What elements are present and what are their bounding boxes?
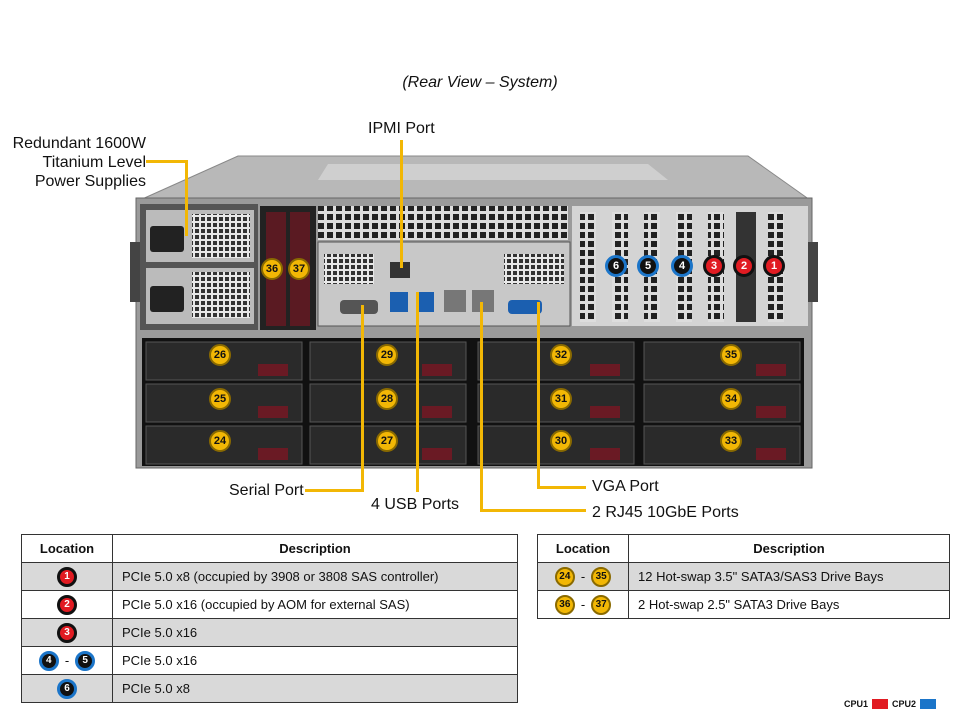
row-description: PCIe 5.0 x16 [112,646,518,675]
table-row: 3 PCIe 5.0 x16 [21,618,518,647]
description-header: Description [628,534,950,563]
row-description: PCIe 5.0 x16 [112,618,518,647]
slot-badge-2: 2 [733,255,755,277]
vga-leader-h [537,486,586,489]
slot-badge-1: 1 [763,255,785,277]
range-separator: - [64,653,70,668]
bay-badge-35: 35 [720,344,742,366]
psu-callout-line-3: Power Supplies [34,173,146,190]
legend-cpu2-swatch [920,699,936,709]
row-description: 12 Hot-swap 3.5" SATA3/SAS3 Drive Bays [628,562,950,591]
slot-badge-4: 4 [671,255,693,277]
range-separator: - [580,597,586,612]
ipmi-leader [400,140,403,268]
serial-callout: Serial Port [229,482,304,499]
location-header: Location [21,534,113,563]
legend-cpu2-label: CPU2 [891,699,916,709]
table-row: 2 PCIe 5.0 x16 (occupied by AOM for exte… [21,590,518,619]
legend-cpu1-swatch [871,699,888,709]
table-row: 24 - 35 12 Hot-swap 3.5" SATA3/SAS3 Driv… [537,562,950,591]
bay-badge-30: 30 [550,430,572,452]
location-header: Location [537,534,629,563]
psu-callout-line-2: Titanium Level [42,154,146,171]
row-description: PCIe 5.0 x16 (occupied by AOM for extern… [112,590,518,619]
location-badge: 2 [57,594,77,615]
bay-badge-28: 28 [376,388,398,410]
pcie-location-table: Location Description 1 PCIe 5.0 x8 (occu… [21,534,518,703]
rj45-leader-v [480,302,483,511]
location-badge: 35 [591,566,612,587]
table-row: 36 - 37 2 Hot-swap 2.5" SATA3 Drive Bays [537,590,950,619]
bay-badge-37: 37 [288,258,310,280]
bay-badge-29: 29 [376,344,398,366]
rj45-callout: 2 RJ45 10GbE Ports [592,504,739,521]
location-badge: 5 [75,650,96,671]
bay-badge-36: 36 [261,258,283,280]
psu-callout-line-1: Redundant 1600W [12,135,146,152]
location-badge: 3 [57,622,77,643]
bay-badge-34: 34 [720,388,742,410]
server-rear-view [130,155,818,469]
slot-badge-6: 6 [605,255,627,277]
table-row: 1 PCIe 5.0 x8 (occupied by 3908 or 3808 … [21,562,518,591]
drive-bay-table: Location Description 24 - 35 12 Hot-swap… [537,534,950,619]
serial-leader-v [361,305,364,491]
bay-badge-27: 27 [376,430,398,452]
vga-callout: VGA Port [592,478,659,495]
psu-callout: Redundant 1600W Titanium Level Power Sup… [4,134,146,191]
row-description: 2 Hot-swap 2.5" SATA3 Drive Bays [628,590,950,619]
legend-cpu1-label: CPU1 [843,699,868,709]
location-badge: 37 [591,594,612,615]
bay-badge-26: 26 [209,344,231,366]
figure-subtitle: (Rear View – System) [402,74,558,91]
bay-badge-25: 25 [209,388,231,410]
cpu-legend: CPU1 CPU2 [844,699,936,709]
bay-badge-31: 31 [550,388,572,410]
range-separator: - [580,569,586,584]
location-badge: 24 [554,566,575,587]
ipmi-callout: IPMI Port [368,120,435,137]
table-row: 6 PCIe 5.0 x8 [21,674,518,703]
vga-leader-v [537,302,540,488]
table-row: 4 - 5 PCIe 5.0 x16 [21,646,518,675]
slot-badge-3: 3 [703,255,725,277]
location-badge: 6 [57,678,77,699]
usb-callout: 4 USB Ports [371,496,460,513]
rj45-leader-h [480,509,586,512]
location-badge: 4 [38,650,59,671]
row-description: PCIe 5.0 x8 [112,674,518,703]
location-badge: 1 [57,566,77,587]
row-description: PCIe 5.0 x8 (occupied by 3908 or 3808 SA… [112,562,518,591]
bay-badge-33: 33 [720,430,742,452]
usb-leader [416,292,419,492]
bay-badge-24: 24 [209,430,231,452]
bay-badge-32: 32 [550,344,572,366]
slot-badge-5: 5 [637,255,659,277]
serial-leader-h [305,489,364,492]
location-badge: 36 [554,594,575,615]
psu-leader [146,160,188,163]
psu-leader-v [185,160,188,236]
description-header: Description [112,534,518,563]
